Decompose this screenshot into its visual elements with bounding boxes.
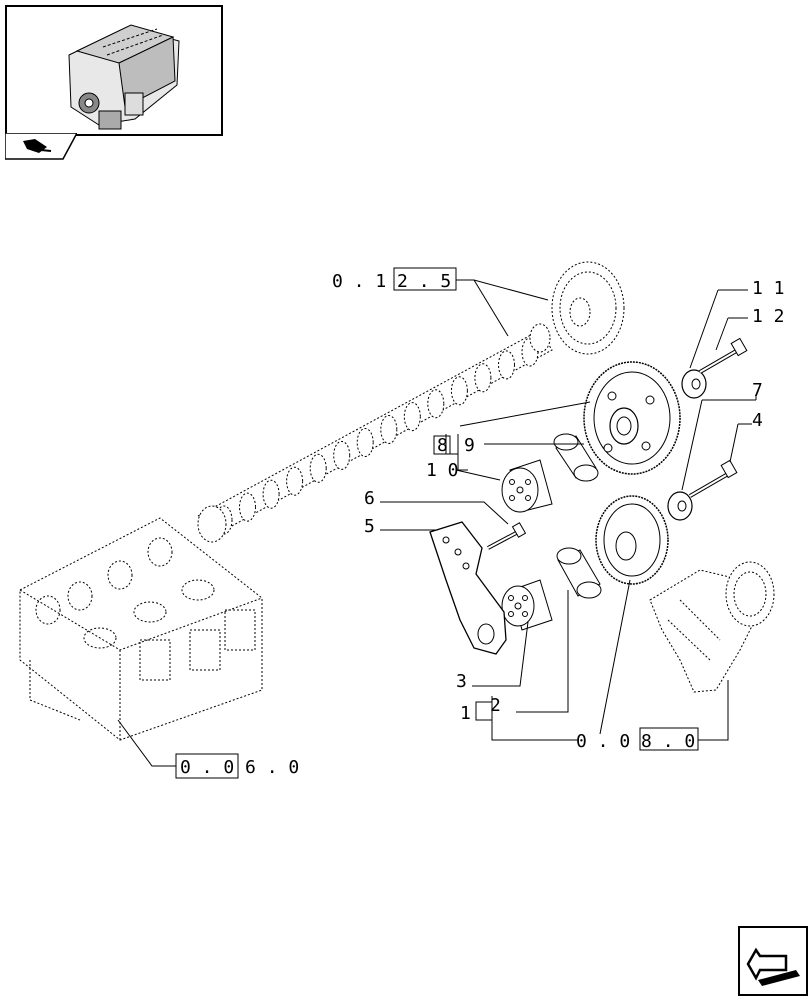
bolt-4 xyxy=(688,459,738,498)
camshaft-gear xyxy=(551,261,625,355)
label-4[interactable]: 4 xyxy=(752,410,763,431)
ref-box-8 xyxy=(433,435,451,455)
label-1[interactable]: 1 xyxy=(460,703,471,724)
camshaft-lobe xyxy=(498,350,515,380)
engine-thumbnail xyxy=(5,5,223,136)
camshaft-lobe xyxy=(356,428,374,457)
camshaft-lobe xyxy=(427,389,445,419)
camshaft-lobe xyxy=(403,402,421,432)
label-12[interactable]: 1 2 xyxy=(752,306,785,327)
ref-box-block xyxy=(175,753,239,779)
camshaft-lobe xyxy=(450,376,468,406)
label-2[interactable]: 2 xyxy=(490,695,501,716)
hub-pin-3 xyxy=(501,579,553,631)
bushing-9 xyxy=(553,433,599,482)
bolt-12 xyxy=(698,337,748,374)
label-11[interactable]: 1 1 xyxy=(752,278,785,299)
camshaft-lobe xyxy=(333,440,351,470)
book-tab[interactable] xyxy=(4,132,79,161)
camshaft-lobe xyxy=(286,466,304,496)
idler-gear-upper xyxy=(583,361,681,475)
ref-box-crank xyxy=(639,727,699,751)
next-page-arrow-icon xyxy=(738,926,808,996)
camshaft-lobe xyxy=(309,453,327,483)
camshaft xyxy=(197,323,553,543)
label-10[interactable]: 1 0 xyxy=(426,460,459,481)
label-8[interactable]: 8 xyxy=(437,435,448,456)
crankshaft xyxy=(649,561,775,693)
camshaft-lobe xyxy=(474,363,492,393)
book-tab-icon xyxy=(4,132,79,160)
camshaft-lobe xyxy=(262,479,280,509)
next-page-button[interactable] xyxy=(738,926,808,996)
bracket-5 xyxy=(429,521,507,655)
screw-6 xyxy=(487,522,527,550)
label-9[interactable]: 9 xyxy=(464,435,475,456)
camshaft-lobe xyxy=(380,415,398,444)
hub-pin-10 xyxy=(501,459,553,513)
ref-box-camshaft xyxy=(393,267,457,291)
ref-box-1 xyxy=(475,701,493,721)
camshaft-lobe xyxy=(239,492,256,522)
label-6[interactable]: 6 xyxy=(364,488,375,509)
label-7[interactable]: 7 xyxy=(752,380,763,401)
washer-11 xyxy=(681,369,707,399)
engine-block xyxy=(19,517,263,741)
label-3[interactable]: 3 xyxy=(456,671,467,692)
engine-thumbnail-icon xyxy=(68,24,180,130)
label-ref-camshaft[interactable]: 0 . 1 2 . 5 xyxy=(332,271,451,292)
idler-gear-lower xyxy=(595,495,669,585)
label-5[interactable]: 5 xyxy=(364,516,375,537)
label-ref-crank[interactable]: 0 . 0 8 . 0 xyxy=(576,731,695,752)
washer-7 xyxy=(667,491,693,521)
bushing-2 xyxy=(556,547,602,599)
label-ref-block[interactable]: 0 . 0 6 . 0 xyxy=(180,757,299,778)
